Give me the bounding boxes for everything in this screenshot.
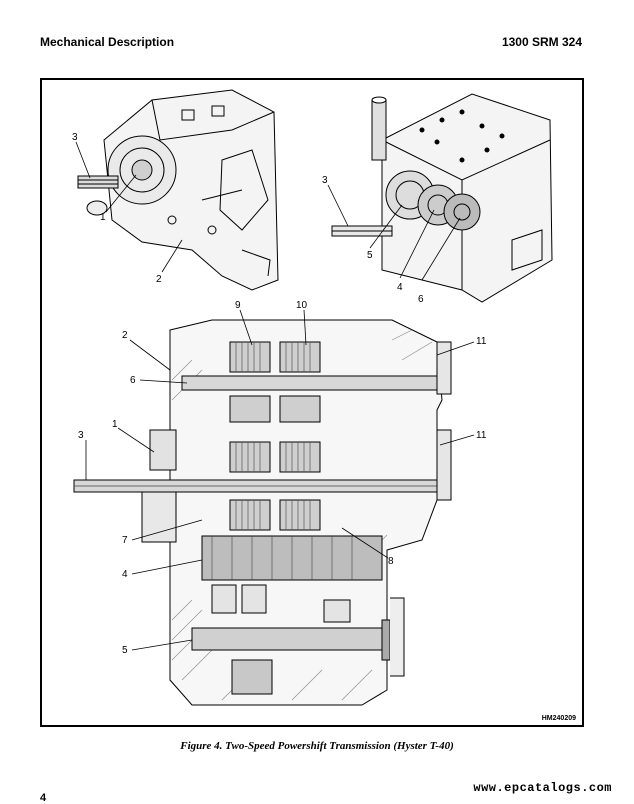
figure-frame: 3 1 2 3 5 4 6 9 10 2 11 6 1 3 11 7 8 4 5… bbox=[40, 78, 584, 727]
callout-4-top-right: 4 bbox=[397, 282, 403, 293]
callout-5-section: 5 bbox=[122, 645, 128, 656]
callout-3-section: 3 bbox=[78, 430, 84, 441]
callout-11-upper: 11 bbox=[476, 336, 487, 347]
callout-3-top-right: 3 bbox=[322, 175, 328, 186]
figure-caption: Figure 4. Two-Speed Powershift Transmiss… bbox=[180, 740, 454, 752]
callout-9: 9 bbox=[235, 300, 241, 311]
watermark: www.epcatalogs.com bbox=[473, 781, 612, 795]
callout-1-section: 1 bbox=[112, 419, 118, 430]
callout-7: 7 bbox=[122, 535, 128, 546]
callout-6-section: 6 bbox=[130, 375, 136, 386]
callout-3-top-left: 3 bbox=[72, 132, 78, 143]
figure-code: HM240209 bbox=[541, 715, 576, 722]
callout-10: 10 bbox=[296, 300, 308, 311]
callout-2-section: 2 bbox=[122, 330, 128, 341]
document-id: 1300 SRM 324 bbox=[501, 35, 582, 49]
callout-2-top-left: 2 bbox=[156, 274, 162, 285]
callout-6-top-right: 6 bbox=[418, 294, 424, 305]
callout-8: 8 bbox=[388, 556, 394, 567]
page-number: 4 bbox=[40, 792, 47, 804]
transmission-illustration: 3 1 2 3 5 4 6 9 10 2 11 6 1 3 11 7 8 4 5 bbox=[72, 89, 553, 706]
callout-5-top-right: 5 bbox=[367, 250, 373, 261]
callout-11-lower: 11 bbox=[476, 430, 487, 441]
callout-4-section: 4 bbox=[122, 569, 128, 580]
callout-1-top-left: 1 bbox=[100, 212, 106, 223]
section-title: Mechanical Description bbox=[40, 35, 175, 49]
